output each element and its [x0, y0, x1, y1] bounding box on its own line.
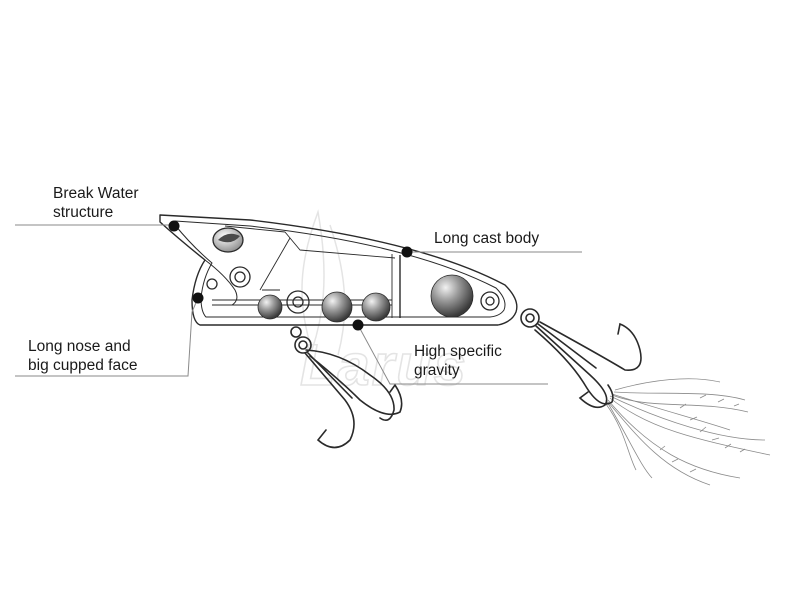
watermark-text: Larus — [300, 333, 468, 398]
rear-treble-hook — [520, 308, 642, 409]
high-gravity-callout: High specific gravity — [414, 342, 502, 380]
long-nose-line1: Long nose and — [28, 338, 131, 355]
break-water-line1: Break Water — [53, 185, 139, 202]
break-water-dot — [168, 220, 180, 232]
watermark-logo: Larus — [299, 209, 468, 399]
long-nose-line2: big cupped face — [28, 357, 138, 374]
front-treble-hook — [290, 326, 403, 449]
long-cast-callout: Long cast body — [434, 229, 539, 248]
weight-balls — [257, 274, 474, 323]
lure-eye — [212, 227, 244, 253]
long-cast-text: Long cast body — [434, 230, 540, 247]
break-water-line2: structure — [53, 204, 114, 221]
long-nose-dot — [192, 292, 204, 304]
callout-dots — [168, 220, 413, 331]
high-gravity-line1: High specific — [414, 343, 502, 360]
eyelets — [206, 266, 500, 314]
high-gravity-dot — [352, 319, 364, 331]
long-nose-callout: Long nose and big cupped face — [28, 337, 137, 375]
long-cast-dot — [401, 246, 413, 258]
leader-lines — [15, 224, 582, 385]
tail-feather — [605, 378, 771, 486]
high-gravity-line2: gravity — [414, 362, 460, 379]
break-water-callout: Break Water structure — [53, 184, 139, 222]
